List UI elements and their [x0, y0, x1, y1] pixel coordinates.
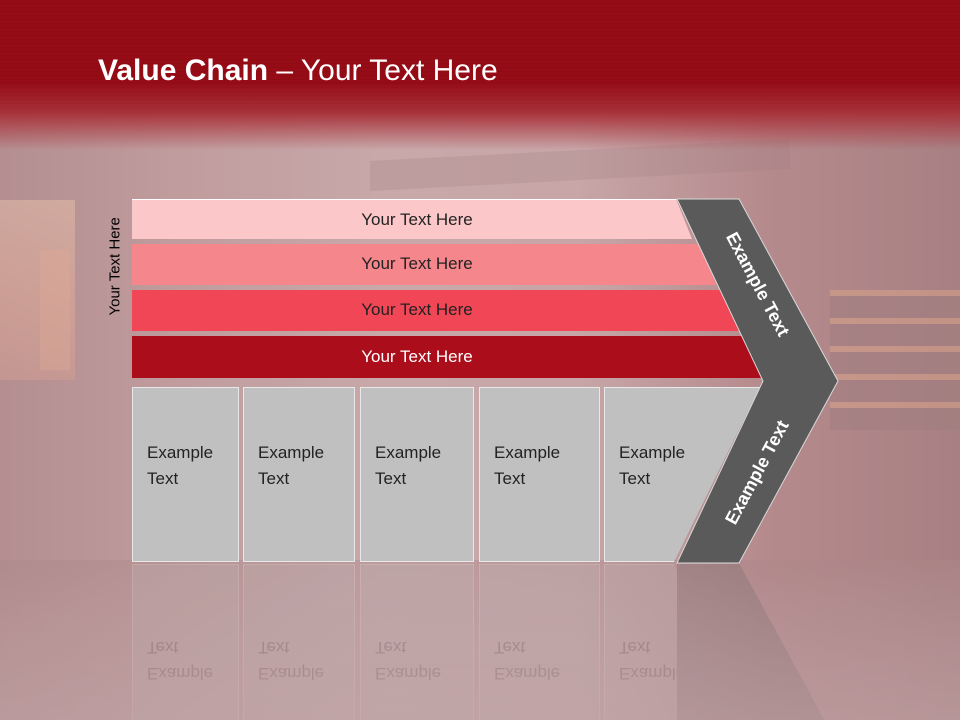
header-band: [0, 0, 960, 150]
value-row-1: Your Text Here: [132, 199, 692, 239]
value-row-4-label: Your Text Here: [361, 347, 473, 366]
value-row-1-label: Your Text Here: [361, 210, 473, 229]
activity-box-1-label: Example Text: [147, 443, 214, 488]
value-row-2: Your Text Here: [132, 244, 716, 285]
reflection-fade: [0, 564, 960, 720]
activity-box-3-label: Example Text: [375, 443, 442, 488]
value-row-3: Your Text Here: [132, 290, 740, 331]
value-row-4: Your Text Here: [132, 336, 764, 378]
title-rest: – Your Text Here: [268, 54, 498, 87]
slide-title: Value Chain – Your Text Here: [98, 54, 498, 88]
activity-box-5-label: Example Text: [619, 443, 686, 488]
activity-box-2: Example Text: [243, 387, 355, 562]
activity-box-4-label: Example Text: [494, 443, 561, 488]
value-row-3-label: Your Text Here: [361, 300, 473, 319]
activity-box-1: Example Text: [132, 387, 239, 562]
activity-box-3: Example Text: [360, 387, 474, 562]
activity-box-2-label: Example Text: [258, 443, 325, 488]
title-bold: Value Chain: [98, 54, 269, 87]
header-stripes: [0, 0, 960, 110]
activity-box-4: Example Text: [479, 387, 600, 562]
vertical-label: Your Text Here: [106, 217, 124, 316]
value-row-2-label: Your Text Here: [361, 254, 473, 273]
